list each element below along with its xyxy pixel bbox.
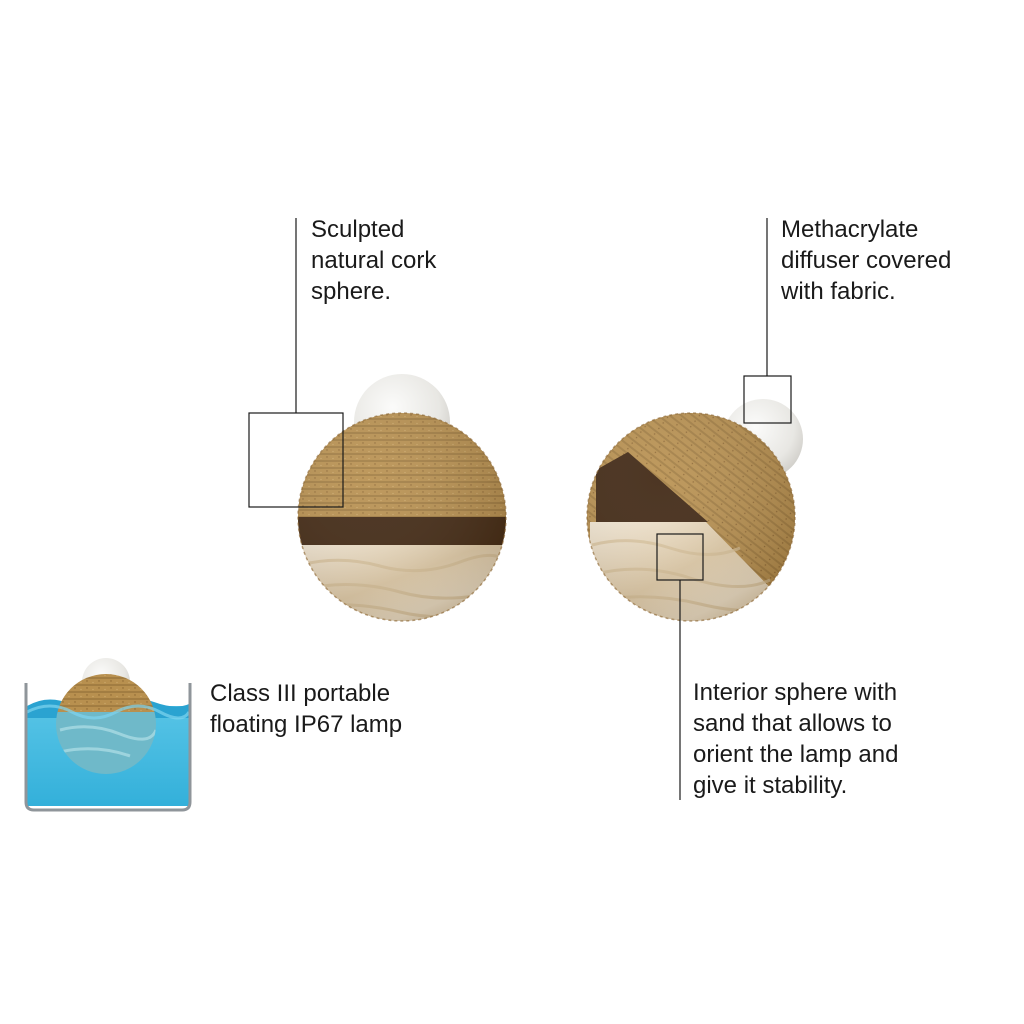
label-cork-line-1: Sculpted [311,216,405,243]
callout-sand [656,533,704,800]
label-float-line-2: floating IP67 lamp [210,711,403,738]
floating-lamp-illustration [24,658,192,812]
right-lamp-sphere [586,399,803,622]
left-lamp-sphere [297,374,507,622]
water-container [24,683,192,812]
label-diffuser-line-1: Methacrylate [781,216,919,243]
callout-box-diffuser [743,375,792,424]
label-cork-sphere: Sculpted natural cork sphere. [311,214,436,307]
label-sand-line-2: sand that allows to [693,710,892,737]
label-cork-line-3: sphere. [311,278,392,305]
callout-cork [248,218,344,508]
label-diffuser-line-3: with fabric. [781,278,896,305]
label-interior-sand: Interior sphere with sand that allows to… [693,677,898,801]
label-sand-line-3: orient the lamp and [693,741,899,768]
label-sand-line-4: give it stability. [693,772,848,799]
label-floating-lamp: Class III portable floating IP67 lamp [210,678,402,740]
label-float-line-1: Class III portable [210,680,391,707]
label-sand-line-1: Interior sphere with [693,679,898,706]
small-cork-body [56,674,156,714]
callout-box-cork [248,412,344,508]
label-diffuser: Methacrylate diffuser covered with fabri… [781,214,951,307]
label-cork-line-2: natural cork [311,247,437,274]
label-diffuser-line-2: diffuser covered [781,247,952,274]
water-wave-front [26,704,191,720]
callout-diffuser [743,218,792,424]
